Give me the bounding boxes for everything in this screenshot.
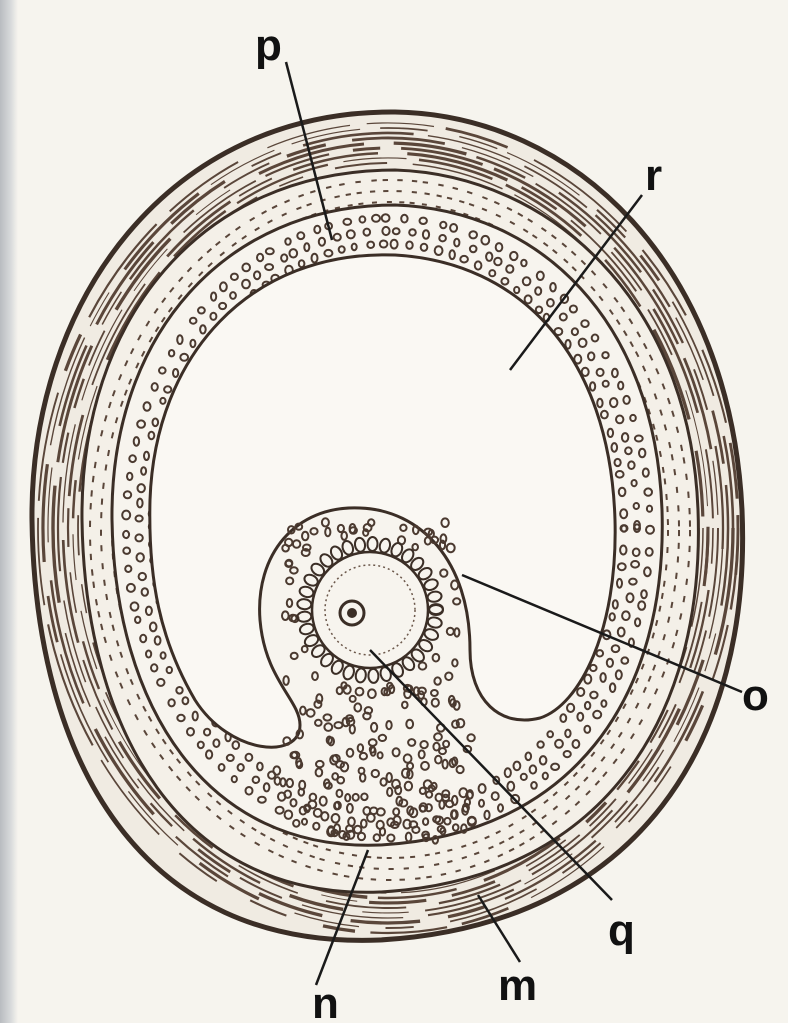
label-m: m	[498, 961, 537, 1010]
label-q: q	[608, 906, 635, 955]
label-o: o	[742, 671, 769, 720]
label-r: r	[645, 151, 662, 200]
label-n: n	[312, 979, 339, 1023]
label-p: p	[255, 21, 282, 70]
